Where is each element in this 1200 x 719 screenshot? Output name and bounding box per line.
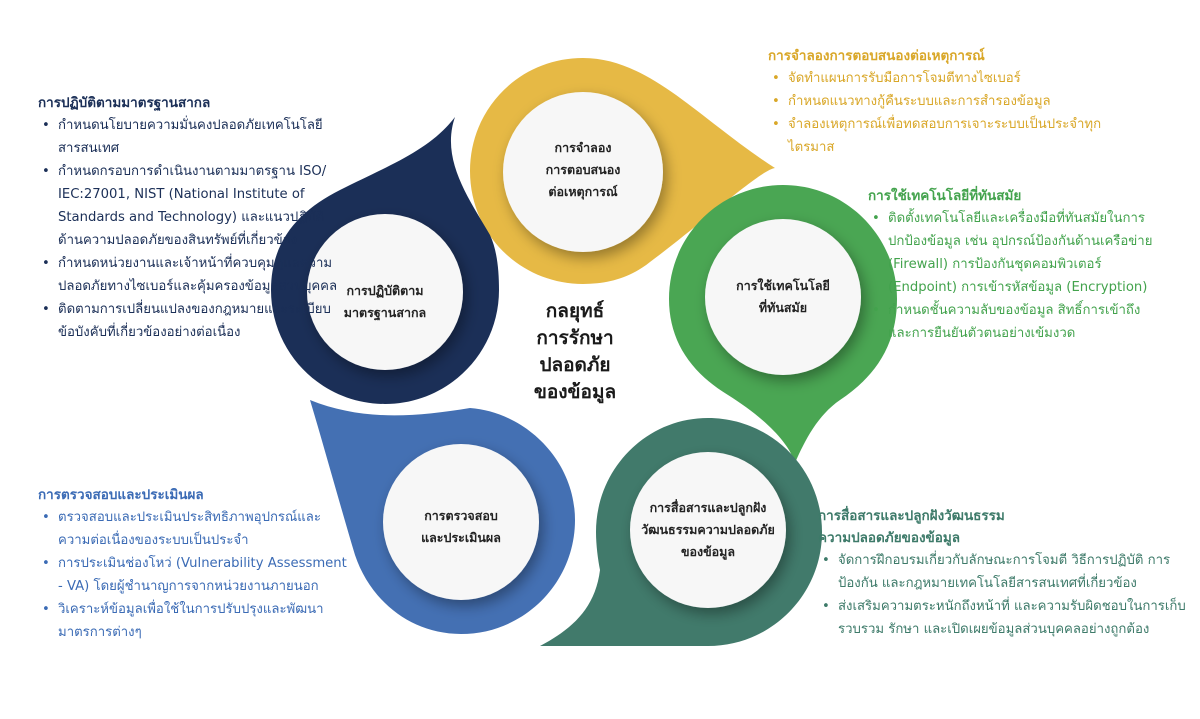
inner-circle-navy bbox=[307, 214, 463, 370]
bullet-list: ตรวจสอบและประเมินประสิทธิภาพอุปกรณ์และคว… bbox=[38, 506, 348, 644]
petal-communication-culture bbox=[540, 418, 822, 646]
bullet-list: กำหนดนโยบายความมั่นคงปลอดภัยเทคโนโลยีสาร… bbox=[38, 114, 338, 344]
bullet-list: จัดทำแผนการรับมือการโจมตีทางไซเบอร์ กำหน… bbox=[768, 67, 1108, 159]
bullet-list: ติดตั้งเทคโนโลยีและเครื่องมือที่ทันสมัยใ… bbox=[868, 207, 1168, 345]
circle-label-line: การตอบสนอง bbox=[545, 162, 621, 177]
panel-international-standards: การปฏิบัติตามมาตรฐานสากล กำหนดนโยบายความ… bbox=[38, 92, 338, 344]
bullet-item: กำหนดนโยบายความมั่นคงปลอดภัยเทคโนโลยีสาร… bbox=[42, 114, 338, 160]
bullet-item: ติดตามการเปลี่ยนแปลงของกฎหมายและระเบียบข… bbox=[42, 298, 338, 344]
panel-heading: การสื่อสารและปลูกฝังวัฒนธรรม ความปลอดภัย… bbox=[818, 505, 1198, 549]
circle-label-line: ต่อเหตุการณ์ bbox=[548, 184, 618, 199]
panel-audit-assessment: การตรวจสอบและประเมินผล ตรวจสอบและประเมิน… bbox=[38, 484, 348, 644]
bullet-item: จัดการฝึกอบรมเกี่ยวกับลักษณะการโจมตี วิธ… bbox=[822, 549, 1198, 595]
circle-label-line: การตรวจสอบ bbox=[424, 508, 498, 523]
center-title-line: ของข้อมูล bbox=[533, 381, 617, 403]
circle-label-line: ของข้อมูล bbox=[680, 544, 736, 559]
petal-audit-assessment bbox=[310, 400, 575, 634]
circle-label-international-standards: การปฏิบัติตาม มาตรฐานสากล bbox=[315, 280, 455, 324]
petal-modern-technology bbox=[669, 185, 897, 463]
circle-label-communication-culture: การสื่อสารและปลูกฝัง วัฒนธรรมความปลอดภัย… bbox=[628, 497, 788, 563]
panel-heading: การปฏิบัติตามมาตรฐานสากล bbox=[38, 95, 211, 111]
panel-communication-culture: การสื่อสารและปลูกฝังวัฒนธรรม ความปลอดภัย… bbox=[818, 505, 1198, 641]
bullet-item: วิเคราะห์ข้อมูลเพื่อใช้ในการปรับปรุงและพ… bbox=[42, 598, 348, 644]
circle-label-line: การปฏิบัติตาม bbox=[346, 283, 424, 298]
panel-heading: การตรวจสอบและประเมินผล bbox=[38, 487, 204, 503]
inner-circle-yellow bbox=[503, 92, 663, 252]
bullet-list: จัดการฝึกอบรมเกี่ยวกับลักษณะการโจมตี วิธ… bbox=[818, 549, 1198, 641]
panel-heading: การใช้เทคโนโลยีที่ทันสมัย bbox=[868, 188, 1022, 204]
bullet-item: ตรวจสอบและประเมินประสิทธิภาพอุปกรณ์และคว… bbox=[42, 506, 348, 552]
circle-label-incident-response: การจำลอง การตอบสนอง ต่อเหตุการณ์ bbox=[513, 137, 653, 203]
bullet-item: ส่งเสริมความตระหนักถึงหน้าที่ และความรับ… bbox=[822, 595, 1198, 641]
bullet-item: กำหนดแนวทางกู้คืนระบบและการสำรองข้อมูล bbox=[772, 90, 1108, 113]
circle-label-line: วัฒนธรรมความปลอดภัย bbox=[641, 522, 775, 537]
circle-label-line: ที่ทันสมัย bbox=[758, 300, 808, 315]
bullet-item: กำหนดชั้นความลับของข้อมูล สิทธิ์การเข้าถ… bbox=[872, 299, 1168, 345]
inner-circle-teal bbox=[630, 452, 786, 608]
panel-modern-technology: การใช้เทคโนโลยีที่ทันสมัย ติดตั้งเทคโนโล… bbox=[868, 185, 1168, 345]
petal-incident-response-simulation bbox=[470, 58, 775, 284]
circle-label-line: มาตรฐานสากล bbox=[343, 305, 427, 320]
circle-label-audit-assessment: การตรวจสอบ และประเมินผล bbox=[391, 505, 531, 549]
center-title-line: ปลอดภัย bbox=[539, 354, 611, 376]
bullet-item: ติดตั้งเทคโนโลยีและเครื่องมือที่ทันสมัยใ… bbox=[872, 207, 1168, 299]
center-title-line: กลยุทธ์ bbox=[545, 300, 605, 322]
center-title: กลยุทธ์ การรักษา ปลอดภัย ของข้อมูล bbox=[500, 298, 650, 406]
bullet-item: การประเมินช่องโหว่ (Vulnerability Assess… bbox=[42, 552, 348, 598]
circle-label-line: การจำลอง bbox=[554, 140, 612, 155]
inner-circle-green bbox=[705, 219, 861, 375]
circle-label-line: และประเมินผล bbox=[421, 530, 501, 545]
circle-label-line: การสื่อสารและปลูกฝัง bbox=[649, 500, 767, 515]
panel-heading: การจำลองการตอบสนองต่อเหตุการณ์ bbox=[768, 48, 985, 64]
bullet-item: จำลองเหตุการณ์เพื่อทดสอบการเจาะระบบเป็นป… bbox=[772, 113, 1108, 159]
center-title-line: การรักษา bbox=[536, 327, 614, 349]
circle-label-modern-technology: การใช้เทคโนโลยี ที่ทันสมัย bbox=[713, 275, 853, 319]
inner-circle-blue bbox=[383, 444, 539, 600]
circle-label-line: การใช้เทคโนโลยี bbox=[736, 278, 830, 293]
bullet-item: กำหนดหน่วยงานและเจ้าหน้าที่ควบคุมดูแลควา… bbox=[42, 252, 338, 298]
bullet-item: กำหนดกรอบการดำเนินงานตามมาตรฐาน ISO/ IEC… bbox=[42, 160, 338, 252]
panel-incident-response-simulation: การจำลองการตอบสนองต่อเหตุการณ์ จัดทำแผนก… bbox=[768, 45, 1108, 159]
panel-heading-line: การสื่อสารและปลูกฝังวัฒนธรรม bbox=[818, 508, 1005, 524]
panel-heading-line: ความปลอดภัยของข้อมูล bbox=[818, 530, 961, 546]
bullet-item: จัดทำแผนการรับมือการโจมตีทางไซเบอร์ bbox=[772, 67, 1108, 90]
